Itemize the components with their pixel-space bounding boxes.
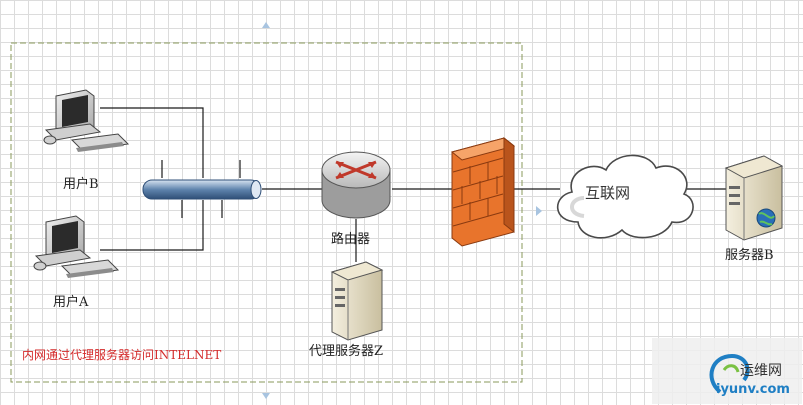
network-bus-icon: [142, 160, 262, 218]
user-a-computer-icon: [33, 215, 120, 278]
server-b-icon: [724, 155, 784, 241]
user-b-label: 用户B: [63, 177, 99, 192]
router-label: 路由器: [331, 232, 371, 247]
watermark-text: 运维网: [740, 363, 782, 379]
side-marker-icon: [536, 206, 542, 216]
internet-cloud-icon: [556, 154, 694, 239]
user-a-label: 用户A: [53, 295, 89, 310]
watermark-url: iyunv.com: [716, 382, 790, 397]
top-marker-icon: [262, 22, 270, 28]
connection-lines: [100, 107, 730, 262]
intranet-boundary: [10, 42, 523, 383]
user-b-computer-icon: [43, 89, 130, 152]
bottom-marker-icon: [262, 393, 270, 399]
proxy-server-icon: [330, 261, 384, 341]
internet-label: 互联网: [585, 184, 631, 202]
proxy-server-label: 代理服务器Z: [309, 344, 384, 359]
watermark-logo-icon: [652, 338, 802, 404]
firewall-icon: [450, 136, 516, 247]
router-icon: [321, 151, 391, 219]
server-b-label: 服务器B: [725, 248, 774, 263]
diagram-caption: 内网通过代理服务器访问INTELNET: [22, 348, 222, 362]
